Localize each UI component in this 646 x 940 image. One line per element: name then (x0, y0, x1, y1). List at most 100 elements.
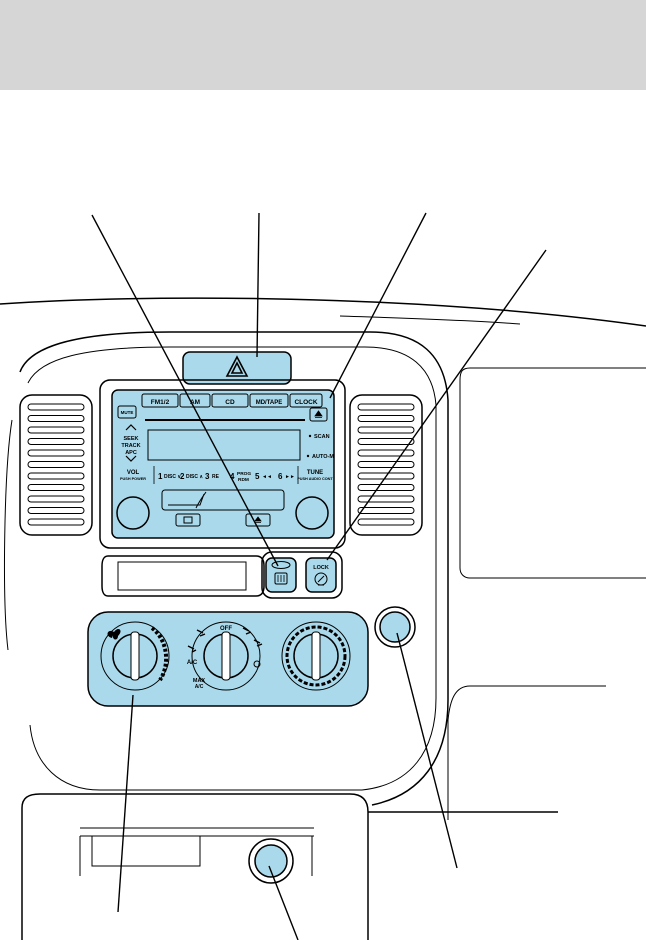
tape-program-button[interactable] (175, 513, 201, 527)
preset-4-text-prog: PROG (237, 471, 251, 477)
radio-preset-row: 1 DISC ∨ 2 DISC ∧ 3 RE 4 PROG RDM 5 ◄◄ 6… (153, 466, 299, 484)
track-label: TRACK (121, 443, 140, 449)
fan-knob-grip (130, 631, 140, 681)
console-tray-pocket (91, 836, 201, 867)
switch-housing (261, 551, 343, 599)
temperature-control (281, 621, 351, 691)
tune-label: TUNE (307, 470, 323, 476)
right-vent-slat (357, 438, 415, 445)
preset-5-text: ◄◄ (262, 474, 272, 480)
md-tape-button[interactable] (249, 393, 289, 408)
header-band (0, 0, 646, 90)
warning-triangle-icon (225, 355, 249, 377)
right-vent-slat (357, 449, 415, 457)
left-vent-slat (27, 518, 85, 526)
left-dash-edge (4, 419, 13, 651)
temperature-knob-grip (311, 631, 321, 681)
center-bezel-outer (19, 331, 449, 806)
tape-slot (161, 489, 285, 511)
scan-label: SCAN (314, 434, 330, 440)
mute-button[interactable] (117, 405, 137, 419)
tune-knob[interactable] (295, 496, 329, 530)
preset-3-text: RE (212, 474, 220, 480)
recirc-icon (253, 660, 261, 668)
lower-console-outline (21, 793, 369, 940)
am-button[interactable] (179, 393, 211, 408)
defrost-vent-outline (339, 315, 521, 325)
callout-line-climate (117, 694, 134, 913)
fan-speed-control (100, 621, 170, 691)
preset-2-number: 2 (180, 472, 185, 481)
left-air-vent (19, 394, 93, 536)
tape-eject-icon (254, 516, 262, 523)
callout-line-lock (326, 249, 547, 561)
auto-m-dot (306, 454, 310, 458)
radio-display (147, 429, 301, 461)
right-vent-slat (357, 507, 415, 514)
vent-mode-icon-4 (253, 639, 263, 647)
volume-knob[interactable] (116, 496, 150, 530)
ac-label: A/C (187, 660, 198, 666)
eject-icon (314, 410, 323, 418)
right-vent-slat (357, 495, 415, 503)
lower-right-panel (447, 685, 606, 820)
fm-button[interactable] (141, 393, 179, 408)
preset-5-number: 5 (255, 472, 260, 481)
mode-control: OFF A/C MAX A/C (187, 621, 263, 691)
callout-line-hazard (256, 212, 260, 358)
right-vent-slat (357, 518, 415, 526)
clock-button[interactable] (289, 393, 323, 408)
scan-dot (308, 434, 312, 438)
vent-mode-icon-2 (187, 645, 197, 653)
left-vent-slat (27, 484, 85, 491)
vent-mode-icon-1 (196, 629, 206, 637)
mode-knob-grip (221, 631, 231, 681)
right-vent-slat (357, 461, 415, 468)
cd-label: CD (225, 399, 235, 406)
seek-label: SEEK (124, 436, 139, 442)
preset-4-number: 4 (230, 472, 235, 481)
preset-3-number: 3 (205, 472, 210, 481)
preset-1-number: 1 (158, 472, 163, 481)
lock-label: LOCK (313, 565, 329, 571)
cd-button[interactable] (211, 393, 249, 408)
callout-line-radio (329, 212, 427, 399)
left-vent-slat (27, 415, 85, 422)
rear-defrost-icon (274, 572, 288, 585)
power-point-inner (379, 611, 411, 643)
window-lock-button[interactable] (305, 557, 337, 593)
radio-faceplate (111, 389, 335, 539)
radio-top-buttons: FM1/2 AM CD MD/TAPE CLOCK (141, 393, 323, 408)
preset-2-text: DISC ∧ (186, 474, 203, 480)
tape-door-arc (195, 491, 207, 509)
left-vent-slat (27, 461, 85, 468)
preset-6-text: ►► (285, 474, 295, 480)
am-label: AM (190, 399, 200, 406)
left-vent-slat (27, 507, 85, 514)
hazard-button[interactable] (182, 351, 292, 385)
radio-surround (99, 379, 346, 549)
callout-line-power-point (396, 632, 458, 869)
dashboard-top-edge (0, 297, 646, 327)
mute-label: MUTE (121, 410, 134, 415)
right-air-vent (349, 394, 423, 536)
seek-down-icon (125, 455, 137, 462)
off-label: OFF (220, 626, 232, 632)
defrost-indicator (271, 561, 291, 569)
fm-label: FM1/2 (151, 399, 170, 406)
left-vent-slat (27, 438, 85, 445)
max-label: MAX (193, 678, 206, 684)
center-bezel-inner (27, 346, 437, 791)
vol-sub-label: PUSH POWER (120, 477, 146, 481)
right-vent-slat (357, 426, 415, 434)
window-lock-icon (314, 572, 328, 586)
right-vent-slat (357, 403, 415, 411)
tune-sub-label: PUSH AUDIO CONT (297, 477, 333, 481)
vent-mode-icon-3 (242, 627, 252, 635)
left-vent-slat (27, 495, 85, 503)
apc-label: APC (125, 450, 137, 456)
clock-label: CLOCK (294, 399, 317, 406)
preset-6-number: 6 (278, 472, 283, 481)
storage-pocket-inner (117, 561, 247, 591)
